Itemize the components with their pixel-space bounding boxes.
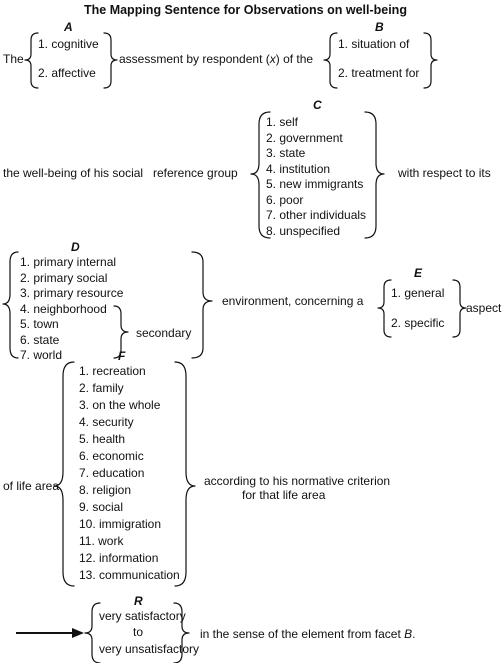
list-item: 8. religion (79, 483, 132, 497)
list-item: to (133, 625, 144, 639)
facet-a-right-brace (103, 32, 118, 89)
list-item: 11. work (79, 534, 124, 548)
text-assessment: assessment by respondent (x) of the (119, 52, 314, 66)
list-item: 3. primary resource (20, 286, 124, 300)
facet-f-label: F (118, 349, 126, 363)
text-environment: environment, concerning a (222, 294, 364, 308)
facet-e-left-brace (377, 279, 392, 338)
list-item: 1. situation of (338, 37, 410, 51)
list-item: very unsatisfactory (99, 642, 200, 656)
facet-e-label: E (414, 266, 423, 280)
page-title: The Mapping Sentence for Observations on… (84, 3, 407, 17)
list-item: 4. neighborhood (20, 301, 107, 316)
list-item: 12. information (79, 551, 159, 565)
list-item: 2. family (79, 381, 124, 395)
list-item: 6. poor (266, 192, 304, 207)
text-wellbeing: the well-being of his social (3, 166, 144, 180)
list-item: 1. general (391, 286, 445, 300)
list-item: 5. town (20, 317, 59, 331)
list-item: 9. social (79, 500, 124, 514)
facet-d-label: D (71, 240, 80, 254)
list-item: 2. treatment for (338, 66, 420, 80)
list-item: 2. affective (38, 66, 96, 80)
list-item: 5. health (79, 432, 126, 446)
facet-f-left-brace (53, 361, 75, 587)
facet-d-left-brace (2, 251, 19, 359)
arrow-icon (16, 628, 84, 638)
facet-d-secondary-brace (113, 305, 129, 359)
list-item: 2. primary social (20, 270, 108, 285)
list-item: 2. government (266, 130, 343, 145)
text-with-respect: with respect to its (398, 166, 491, 180)
text-secondary: secondary (136, 326, 192, 340)
facet-d-right-brace (191, 251, 213, 359)
facet-r-left-brace (84, 602, 101, 663)
facet-c-label: C (313, 98, 322, 112)
facet-r-label: R (134, 594, 143, 608)
list-item: 1. self (266, 115, 299, 129)
facet-a-label: A (64, 20, 73, 34)
list-item: 4. institution (266, 161, 331, 176)
list-item: 6. state (20, 332, 60, 347)
facet-a-left-brace (24, 32, 39, 89)
list-item: 1. primary internal (20, 255, 117, 269)
facet-b-right-brace (423, 32, 438, 89)
text-reference-group: reference group (153, 166, 238, 180)
text-aspect: aspect (466, 301, 502, 315)
facet-c-right-brace (364, 111, 385, 239)
facet-e-right-brace (452, 279, 467, 338)
text-sense: in the sense of the element from facet B… (200, 627, 416, 641)
list-item: 1. cognitive (38, 37, 99, 51)
list-item: 8. unspecified (266, 223, 341, 238)
list-item: 7. world (20, 348, 63, 362)
list-item: 7. education (79, 466, 145, 480)
list-item: 10. immigration (79, 517, 162, 531)
list-item: 3. state (266, 146, 306, 160)
text-of-life-area: of life area (3, 479, 60, 493)
facet-b-left-brace (323, 32, 338, 89)
list-item: 7. other individuals (266, 208, 367, 222)
list-item: 3. on the whole (79, 398, 161, 412)
list-item: 13. communication (79, 568, 180, 582)
text-according-1: according to his normative criterion (204, 474, 391, 488)
list-item: 5. new immigrants (266, 177, 364, 191)
facet-b-label: B (375, 20, 384, 34)
facet-c-left-brace (250, 111, 271, 239)
list-item: 6. economic (79, 449, 144, 463)
list-item: 2. specific (391, 316, 445, 330)
text-the: The (3, 52, 24, 66)
facet-f-right-brace (174, 361, 196, 587)
facet-r-right-brace (173, 602, 190, 663)
list-item: 1. recreation (79, 364, 146, 378)
list-item: very satisfactory (99, 609, 186, 623)
list-item: 4. security (79, 415, 134, 429)
text-according-2: for that life area (242, 488, 326, 502)
